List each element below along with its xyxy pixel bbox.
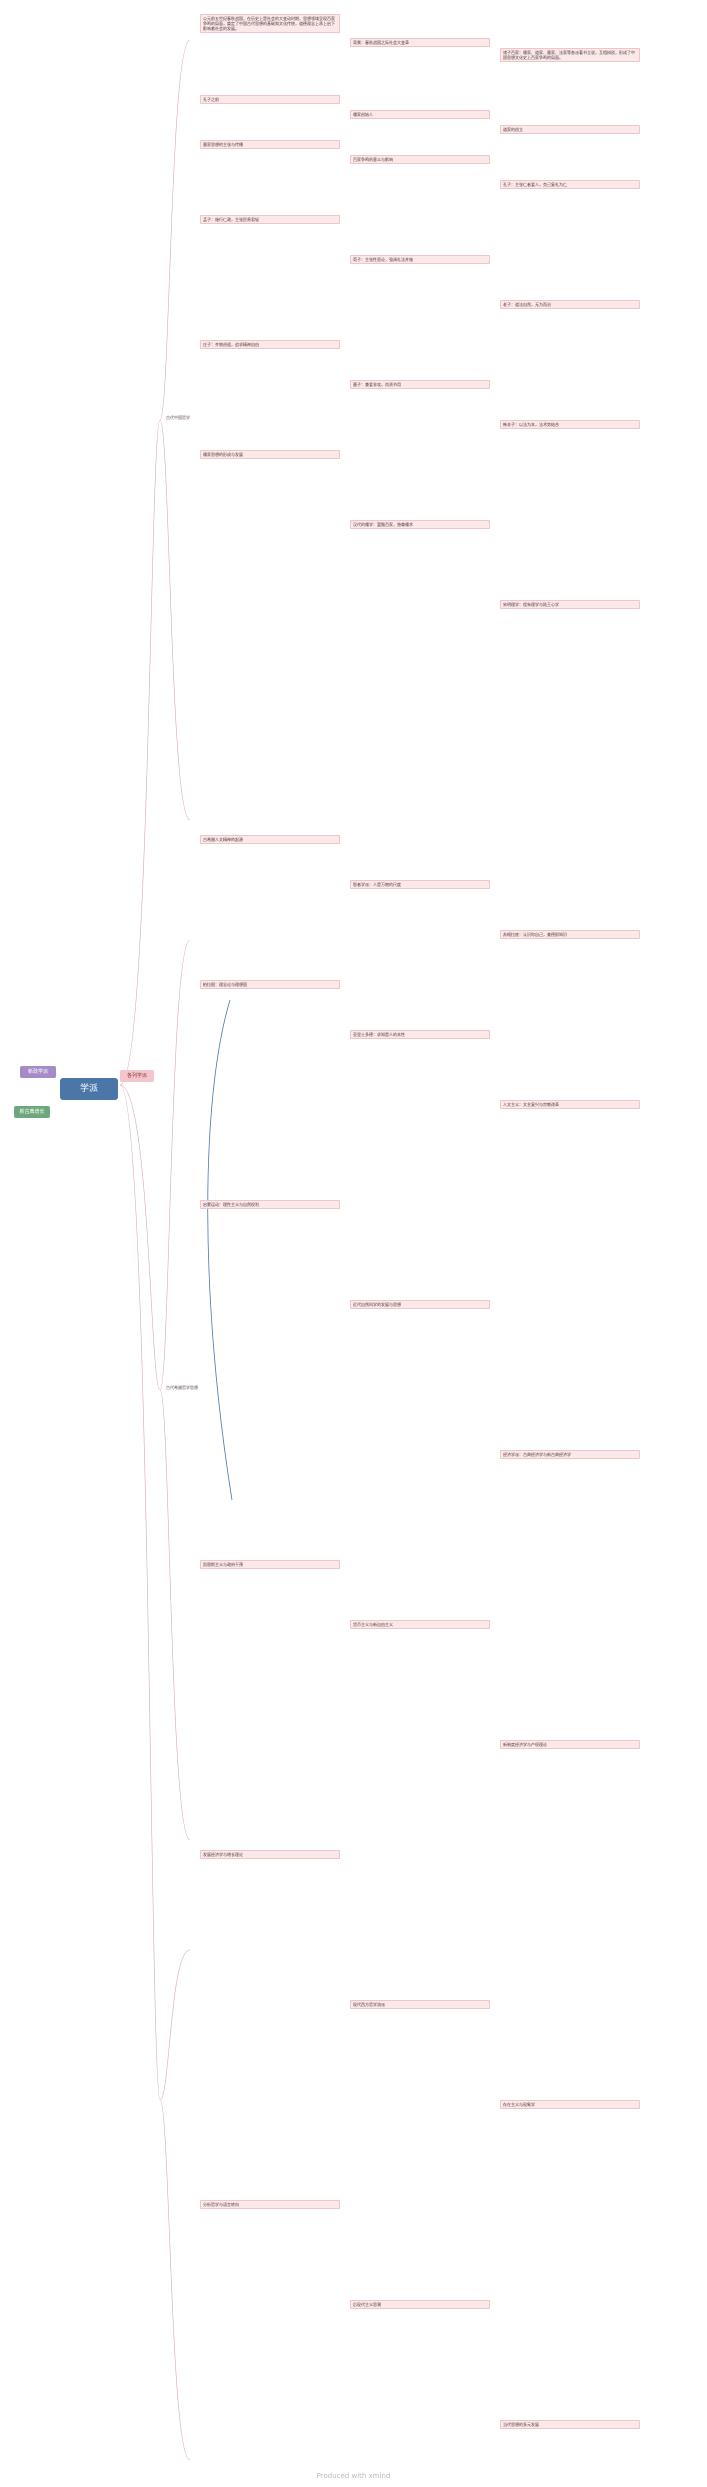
topic-node[interactable]: 儒家创始人 bbox=[350, 110, 490, 119]
topic-node[interactable]: 宋明理学：程朱理学与陆王心学 bbox=[500, 600, 640, 609]
topic-node[interactable]: 货币主义与新自由主义 bbox=[350, 1620, 490, 1629]
topic-node[interactable]: 墨家思想的主张与传播 bbox=[200, 140, 340, 149]
topic-node[interactable]: 经济学派：古典经济学与新古典经济学 bbox=[500, 1450, 640, 1459]
root-topic[interactable]: 学派 bbox=[60, 1078, 118, 1100]
topic-node[interactable]: 后现代主义思潮 bbox=[350, 2300, 490, 2309]
topic-node[interactable]: 人文主义：文艺复兴与宗教改革 bbox=[500, 1100, 640, 1109]
topic-node[interactable]: 分析哲学与语言转向 bbox=[200, 2200, 340, 2209]
topic-node[interactable]: 存在主义与现象学 bbox=[500, 2100, 640, 2109]
topic-node[interactable]: 韩非子：以法为本，法术势结合 bbox=[500, 420, 640, 429]
topic-node[interactable]: 新制度经济学与产权理论 bbox=[500, 1740, 640, 1749]
topic-node[interactable]: 当代思想的多元发展 bbox=[500, 2420, 640, 2429]
topic-node[interactable]: 墨子：兼爱非攻，尚贤节用 bbox=[350, 380, 490, 389]
topic-node[interactable]: 公元前五世纪春秋战国，在历史上是社会的大变动时期，思想领域呈现百家争鸣的局面，奠… bbox=[200, 14, 340, 33]
topic-node[interactable]: 百家争鸣的意义与影响 bbox=[350, 155, 490, 164]
topic-node[interactable]: 庄子：齐物逍遥，追求精神自由 bbox=[200, 340, 340, 349]
topic-node[interactable]: 荀子：主张性恶论，强调礼法并施 bbox=[350, 255, 490, 264]
topic-node[interactable]: 儒家思想的形成与发展 bbox=[200, 450, 340, 459]
connector-lines bbox=[119, 39, 191, 2461]
topic-node[interactable]: 孔子：主张仁者爱人，克己复礼为仁 bbox=[500, 180, 640, 189]
topic-node[interactable]: 凯恩斯主义与政府干预 bbox=[200, 1560, 340, 1569]
watermark: Produced with xmind bbox=[316, 2472, 391, 2480]
topic-node[interactable]: 汉代的儒学：罢黜百家，独尊儒术 bbox=[350, 520, 490, 529]
topic-node[interactable]: 苏格拉底：认识你自己，美德即知识 bbox=[500, 930, 640, 939]
topic-node[interactable]: 诸子百家：儒家、道家、墨家、法家等各派著书立说，互相辩驳，形成了中国思想文化史上… bbox=[500, 48, 640, 62]
topic-node[interactable]: 孔子之前 bbox=[200, 95, 340, 104]
topic-node[interactable]: 孟子：施行仁政，主张民贵君轻 bbox=[200, 215, 340, 224]
left-branch-2[interactable]: 新古典增长 bbox=[14, 1106, 50, 1118]
level1-node[interactable]: 古代中国哲学 bbox=[166, 415, 190, 420]
topic-node[interactable]: 智者学派：人是万物的尺度 bbox=[350, 880, 490, 889]
topic-node[interactable]: 老子：道法自然，无为而治 bbox=[500, 300, 640, 309]
topic-node[interactable]: 启蒙运动：理性主义与自然权利 bbox=[200, 1200, 340, 1209]
left-branch-1[interactable]: 新政学派 bbox=[20, 1066, 56, 1078]
topic-node[interactable]: 亚里士多德：求知是人的本性 bbox=[350, 1030, 490, 1039]
topic-node[interactable]: 古希腊人文精神的起源 bbox=[200, 835, 340, 844]
level1-node[interactable]: 古代希腊哲学思想 bbox=[166, 1385, 198, 1390]
topic-node[interactable]: 发展经济学与增长理论 bbox=[200, 1850, 340, 1859]
topic-node[interactable]: 道家的创立 bbox=[500, 125, 640, 134]
topic-node[interactable]: 柏拉图：理念论与理想国 bbox=[200, 980, 340, 989]
topic-node[interactable]: 背景：春秋战国之际社会大变革 bbox=[350, 38, 490, 47]
right-branch[interactable]: 各列学派 bbox=[120, 1070, 154, 1082]
topic-node[interactable]: 现代西方哲学流派 bbox=[350, 2000, 490, 2009]
topic-node[interactable]: 近代自然科学的发展与思想 bbox=[350, 1300, 490, 1309]
